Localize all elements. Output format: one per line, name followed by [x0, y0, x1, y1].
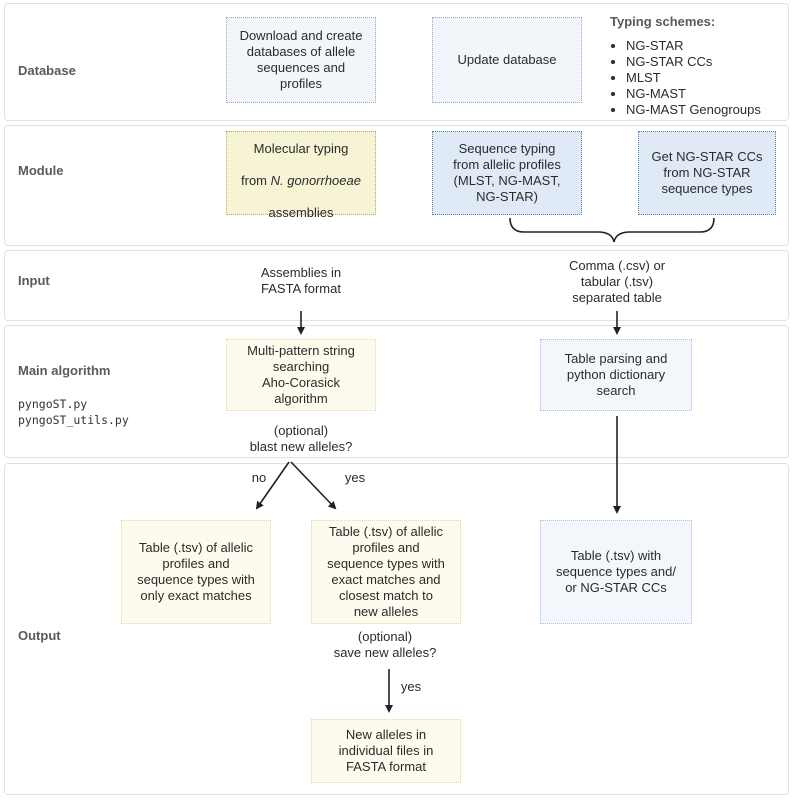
section-label-input: Input	[18, 273, 50, 288]
save-yes-label: yes	[400, 679, 422, 694]
arrow-no-branch	[255, 461, 290, 510]
scheme-item: NG-STAR CCs	[626, 54, 761, 70]
new-alleles-box: New alleles in individual files in FASTA…	[311, 719, 461, 783]
arrow-yes-branch	[290, 461, 337, 510]
update-database-box: Update database	[432, 17, 582, 103]
yes-branch-label: yes	[344, 470, 366, 485]
molecular-typing-box: Molecular typing from N. gonorrhoeae ass…	[226, 131, 376, 220]
molecular-typing-line1: Molecular typing	[253, 141, 349, 156]
code-file-main: pyngoST.py	[18, 397, 88, 411]
section-label-module: Module	[18, 163, 64, 178]
scheme-item: NG-STAR	[626, 38, 761, 54]
sequence-typing-box: Sequence typing from allelic profiles (M…	[432, 131, 582, 215]
section-label-database: Database	[18, 63, 76, 78]
save-question-text: (optional) save new alleles?	[333, 629, 437, 660]
species-name: N. gonorrhoeae	[270, 173, 361, 188]
typing-schemes-list: NG-STAR NG-STAR CCs MLST NG-MAST NG-MAST…	[610, 38, 761, 118]
scheme-item: MLST	[626, 70, 761, 86]
section-label-main-algorithm: Main algorithm	[18, 363, 111, 378]
typing-schemes: Typing schemes: NG-STAR NG-STAR CCs MLST…	[610, 14, 761, 118]
blast-question-text: (optional) blast new alleles?	[249, 423, 353, 454]
input-fasta-text: Assemblies in FASTA format	[260, 265, 342, 296]
scheme-item: NG-MAST Genogroups	[626, 102, 761, 118]
module-bracket	[509, 217, 715, 243]
exact-matches-table-box: Table (.tsv) of allelic profiles and seq…	[121, 520, 271, 624]
no-branch-label: no	[251, 470, 267, 485]
molecular-typing-line3: assemblies	[268, 205, 334, 220]
download-database-box: Download and create databases of allele …	[226, 17, 376, 103]
aho-corasick-box: Multi-pattern string searching Aho-Coras…	[226, 339, 376, 411]
code-file-list: pyngoST.py pyngoST_utils.py	[18, 396, 129, 428]
input-band	[4, 250, 789, 321]
code-file-utils: pyngoST_utils.py	[18, 413, 129, 427]
typing-schemes-title: Typing schemes:	[610, 14, 716, 29]
ngstar-ccs-box: Get NG-STAR CCs from NG-STAR sequence ty…	[638, 131, 776, 215]
sequence-types-table-box: Table (.tsv) with sequence types and/ or…	[540, 520, 692, 624]
database-band	[4, 3, 789, 121]
molecular-typing-prefix: from	[241, 173, 271, 188]
table-parsing-box: Table parsing and python dictionary sear…	[540, 339, 692, 411]
section-label-output: Output	[18, 628, 61, 643]
closest-match-table-box: Table (.tsv) of allelic profiles and seq…	[311, 520, 461, 624]
input-table-text: Comma (.csv) or tabular (.tsv) separated…	[568, 258, 666, 305]
scheme-item: NG-MAST	[626, 86, 761, 102]
